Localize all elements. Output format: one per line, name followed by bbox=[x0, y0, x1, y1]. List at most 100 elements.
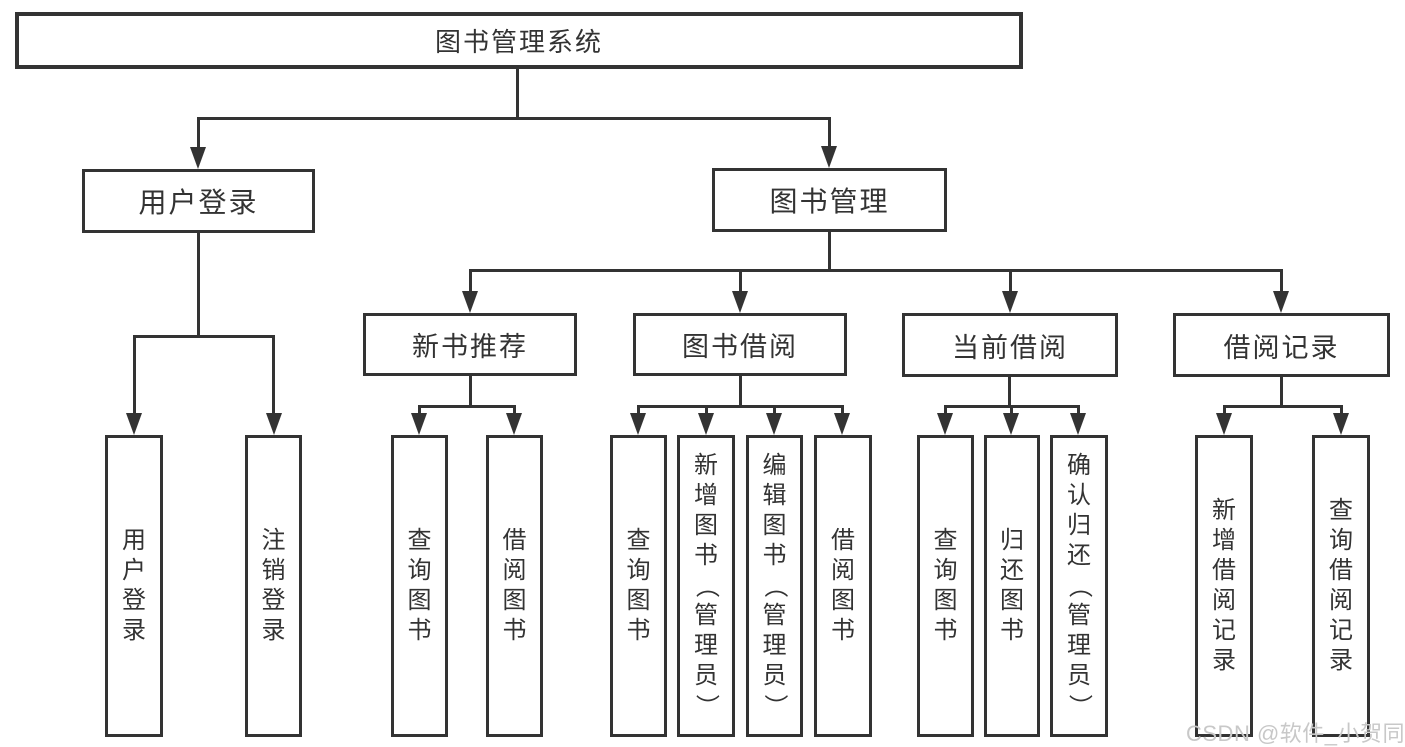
leaf-edit-books-admin: 编辑图书（管理员） bbox=[746, 435, 803, 737]
connector-line-v bbox=[197, 233, 200, 336]
node-current-borrow: 当前借阅 bbox=[902, 313, 1118, 377]
node-current-borrow-label: 当前借阅 bbox=[952, 332, 1068, 363]
arrowhead-down-icon bbox=[698, 413, 714, 435]
node-book-borrow: 图书借阅 bbox=[633, 313, 847, 376]
arrowhead-down-icon bbox=[126, 413, 142, 435]
leaf-label-char: （ bbox=[693, 574, 720, 598]
leaf-label-char: 书 bbox=[407, 617, 432, 644]
connector-line-v bbox=[1008, 377, 1011, 406]
leaf-label-char: 员 bbox=[1067, 662, 1091, 689]
connector-line-v bbox=[469, 269, 472, 292]
arrowhead-down-icon bbox=[411, 413, 427, 435]
connector-line-v bbox=[1280, 269, 1283, 292]
connector-line-v bbox=[272, 335, 275, 414]
leaf-return-books: 归还图书 bbox=[984, 435, 1040, 737]
leaf-add-books-admin: 新增图书（管理员） bbox=[677, 435, 735, 737]
leaf-label-char: 借 bbox=[1212, 557, 1236, 584]
connector-line-h bbox=[469, 269, 1282, 272]
leaf-label-char: 查 bbox=[626, 527, 651, 554]
connector-line-h bbox=[418, 405, 516, 408]
connector-line-v bbox=[739, 269, 742, 292]
connector-line-h bbox=[133, 335, 275, 338]
leaf-label-char: 还 bbox=[1000, 557, 1024, 584]
connector-line-v bbox=[944, 405, 947, 415]
arrowhead-down-icon bbox=[1273, 291, 1289, 313]
leaf-label-char: 用 bbox=[122, 527, 146, 554]
connector-line-v bbox=[516, 68, 519, 118]
leaf-add-borrow-record: 新增借阅记录 bbox=[1195, 435, 1253, 737]
leaf-label-char: 图 bbox=[762, 512, 787, 539]
node-book-management-label: 图书管理 bbox=[769, 186, 890, 217]
leaf-label-char: 认 bbox=[1067, 482, 1091, 509]
leaf-query-books-2: 查询图书 bbox=[610, 435, 667, 737]
arrowhead-down-icon bbox=[190, 147, 206, 169]
leaf-label-char: 登 bbox=[261, 587, 286, 614]
connector-line-v bbox=[513, 405, 516, 415]
connector-line-v bbox=[1010, 405, 1013, 415]
leaf-label-char: 询 bbox=[407, 557, 432, 584]
leaf-label-char: 管 bbox=[694, 602, 718, 629]
leaf-label-char: 阅 bbox=[1329, 587, 1353, 614]
leaf-label-char: 录 bbox=[122, 617, 146, 644]
leaf-user-login: 用户登录 bbox=[105, 435, 163, 737]
leaf-label-char: 图 bbox=[933, 587, 958, 614]
leaf-label-char: 新 bbox=[1212, 497, 1236, 524]
node-new-book-recommend-label: 新书推荐 bbox=[412, 332, 528, 362]
connector-line-h bbox=[1223, 405, 1342, 408]
connector-line-v bbox=[1009, 269, 1012, 292]
node-borrow-records: 借阅记录 bbox=[1173, 313, 1390, 377]
leaf-label-char: 图 bbox=[502, 587, 527, 614]
leaf-label-char: （ bbox=[1066, 574, 1093, 598]
connector-line-v bbox=[841, 405, 844, 415]
leaf-label-char: 阅 bbox=[502, 557, 527, 584]
leaf-label-char: 图 bbox=[407, 587, 432, 614]
leaf-label-char: 书 bbox=[762, 542, 787, 569]
leaf-label-char: 员 bbox=[762, 662, 787, 689]
leaf-label-char: 录 bbox=[1212, 647, 1236, 674]
leaf-label-char: ） bbox=[761, 694, 789, 718]
connector-line-h bbox=[197, 117, 831, 120]
leaf-label-char: 管 bbox=[762, 602, 787, 629]
node-user-login-label: 用户登录 bbox=[138, 187, 259, 218]
leaf-label-char: 图 bbox=[694, 512, 718, 539]
connector-line-v bbox=[1340, 405, 1343, 415]
node-borrow-records-label: 借阅记录 bbox=[1223, 332, 1340, 363]
leaf-label-char: 借 bbox=[831, 527, 855, 554]
leaf-label-char: 辑 bbox=[762, 482, 787, 509]
leaf-query-borrow-record: 查询借阅记录 bbox=[1312, 435, 1370, 737]
connector-line-v bbox=[705, 405, 708, 415]
arrowhead-down-icon bbox=[732, 291, 748, 313]
arrowhead-down-icon bbox=[506, 413, 522, 435]
leaf-query-books-3: 查询图书 bbox=[917, 435, 974, 737]
leaf-label-char: 记 bbox=[1329, 617, 1353, 644]
leaf-label-char: 增 bbox=[694, 482, 718, 509]
arrowhead-down-icon bbox=[1003, 413, 1019, 435]
leaf-label-char: 录 bbox=[1329, 647, 1353, 674]
arrowhead-down-icon bbox=[1002, 291, 1018, 313]
leaf-label-char: 销 bbox=[261, 557, 286, 584]
node-book-management: 图书管理 bbox=[712, 168, 947, 232]
leaf-label-char: 归 bbox=[1067, 512, 1091, 539]
leaf-label-char: 理 bbox=[1067, 632, 1091, 659]
connector-line-v bbox=[418, 405, 421, 415]
connector-line-v bbox=[773, 405, 776, 415]
leaf-label-char: 确 bbox=[1067, 452, 1091, 479]
leaf-label-char: 图 bbox=[1000, 587, 1024, 614]
connector-line-v bbox=[197, 117, 200, 149]
connector-line-v bbox=[133, 335, 136, 414]
leaf-label-char: 还 bbox=[1067, 542, 1091, 569]
arrowhead-down-icon bbox=[266, 413, 282, 435]
connector-line-v bbox=[828, 232, 831, 270]
connector-line-v bbox=[1077, 405, 1080, 415]
connector-line-h bbox=[637, 405, 844, 408]
arrowhead-down-icon bbox=[1216, 413, 1232, 435]
leaf-label-char: 图 bbox=[831, 587, 855, 614]
leaf-label-char: （ bbox=[761, 574, 789, 598]
connector-line-v bbox=[828, 117, 831, 149]
leaf-label-char: 登 bbox=[122, 587, 146, 614]
leaf-label-char: 增 bbox=[1212, 527, 1236, 554]
leaf-label-char: 询 bbox=[626, 557, 651, 584]
arrowhead-down-icon bbox=[834, 413, 850, 435]
leaf-label-char: 书 bbox=[933, 617, 958, 644]
node-root: 图书管理系统 bbox=[15, 12, 1023, 69]
